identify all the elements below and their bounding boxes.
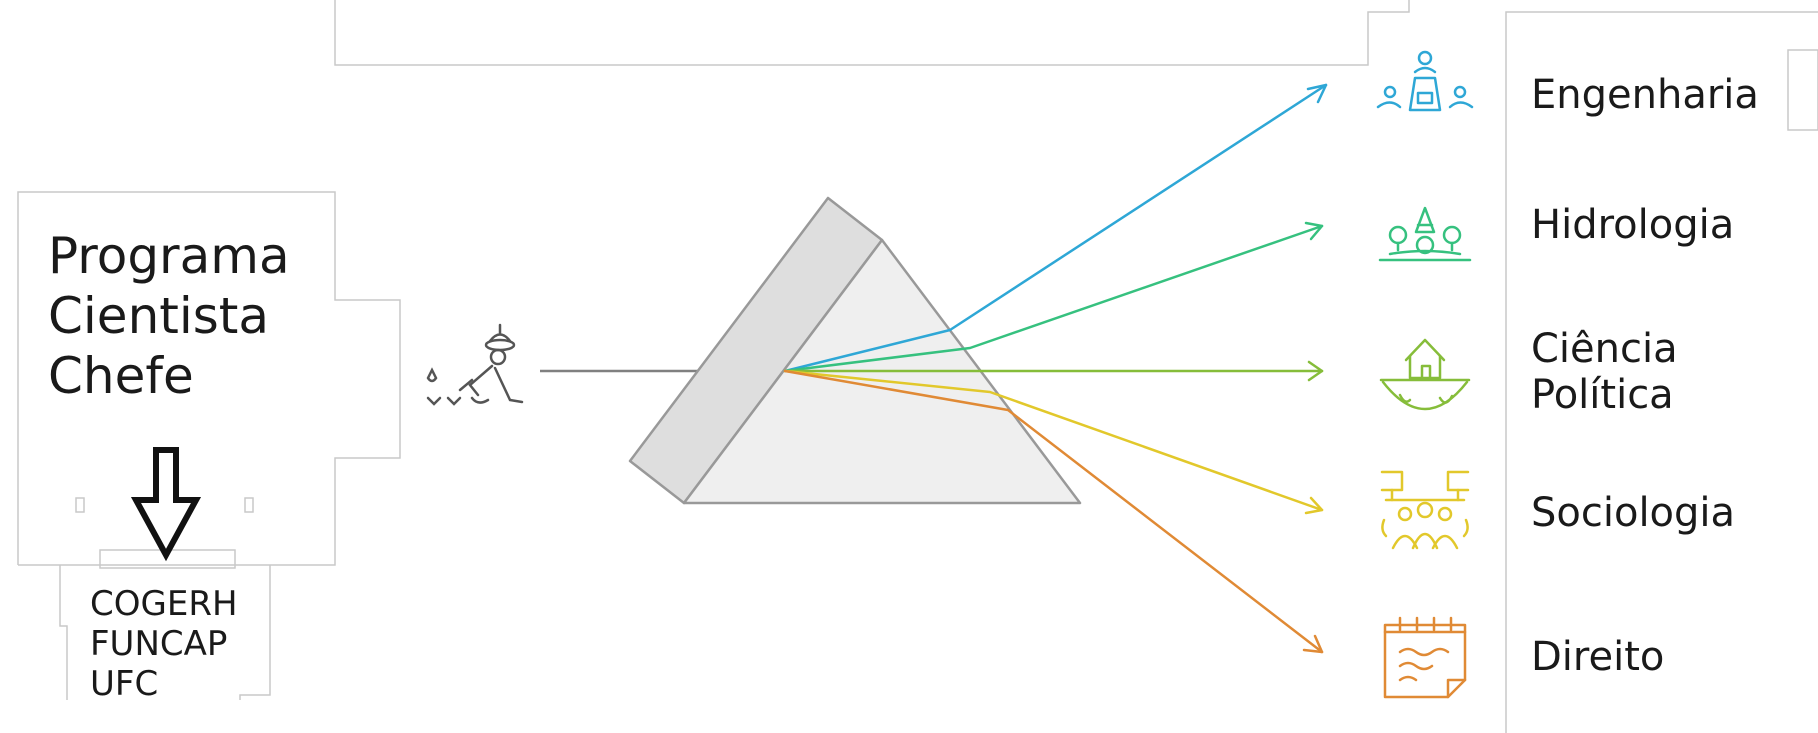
field-label-line: Política — [1531, 372, 1678, 418]
field-label-ciencia-politica: Ciência Política — [1531, 326, 1678, 418]
house-landscape-icon — [1381, 340, 1469, 409]
program-title-line: Cientista — [48, 286, 290, 346]
program-title-line: Programa — [48, 226, 290, 286]
down-arrow-icon — [136, 450, 196, 555]
field-label-line: Ciência — [1531, 326, 1678, 372]
prism — [630, 198, 1080, 503]
field-label-sociologia: Sociologia — [1531, 490, 1735, 536]
program-title-line: Chefe — [48, 346, 290, 406]
institution-list: COGERH FUNCAP UFC — [90, 584, 238, 704]
institution-item: UFC — [90, 664, 238, 704]
field-label-engenharia: Engenharia — [1531, 72, 1759, 118]
field-label-direito: Direito — [1531, 634, 1664, 680]
institution-item: COGERH — [90, 584, 238, 624]
people-group-icon — [1382, 472, 1468, 548]
researcher-icon — [428, 325, 522, 404]
notepad-icon — [1385, 618, 1465, 697]
program-title: Programa Cientista Chefe — [48, 226, 290, 406]
institution-item: FUNCAP — [90, 624, 238, 664]
meeting-table-icon — [1378, 52, 1472, 110]
field-label-hidrologia: Hidrologia — [1531, 202, 1734, 248]
forest-trees-icon — [1380, 208, 1470, 260]
